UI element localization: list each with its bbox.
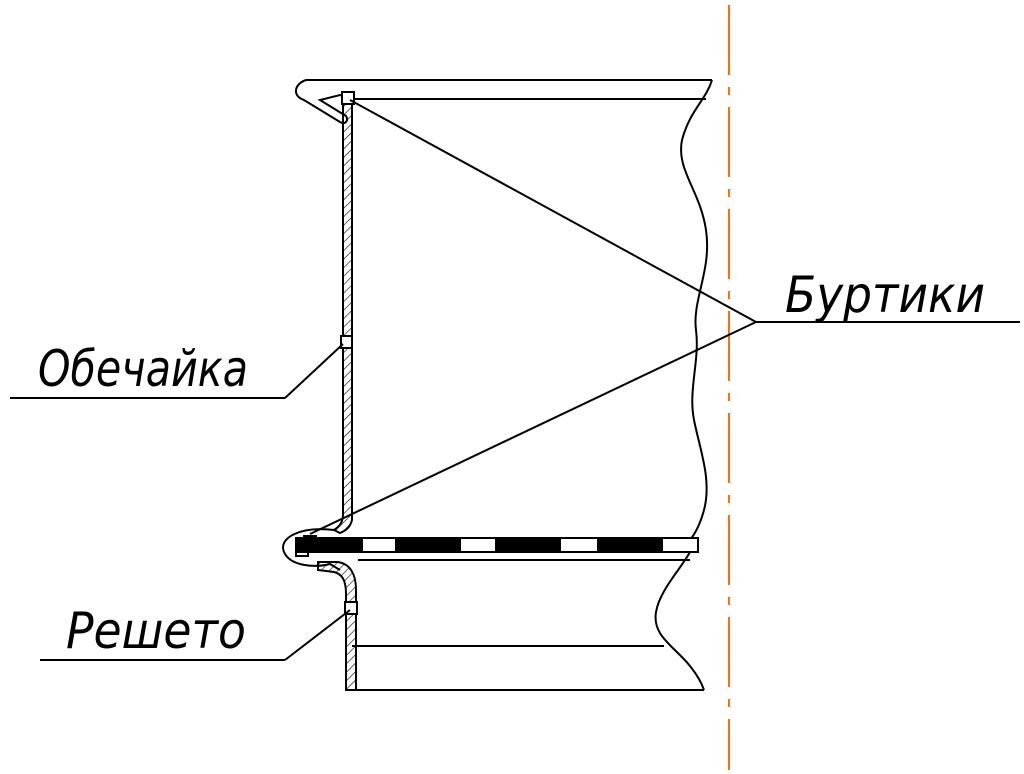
leader-lines [10, 99, 1020, 661]
sieve-hole-3 [495, 537, 561, 553]
beads-leader-bottom [309, 321, 757, 535]
sieve-label: Решето [66, 602, 246, 660]
lower-break-line [654, 551, 705, 691]
upper-drum [295, 79, 713, 541]
middle-joint [282, 528, 699, 571]
shell-marker [340, 335, 353, 349]
shell-wall [332, 99, 353, 535]
beads-label: Буртики [785, 266, 985, 324]
sieve-hole-1 [295, 537, 363, 553]
sieve-leader [284, 609, 351, 661]
lower-drum [352, 551, 705, 691]
sieve-hole-4 [597, 537, 663, 553]
sieve-hole-2 [395, 537, 461, 553]
shell-label: Обечайка [38, 340, 248, 398]
shell-leader [284, 343, 344, 399]
beads-leader-top [349, 99, 757, 323]
upper-break-line [680, 79, 713, 541]
lower-shell-wall [317, 561, 357, 691]
